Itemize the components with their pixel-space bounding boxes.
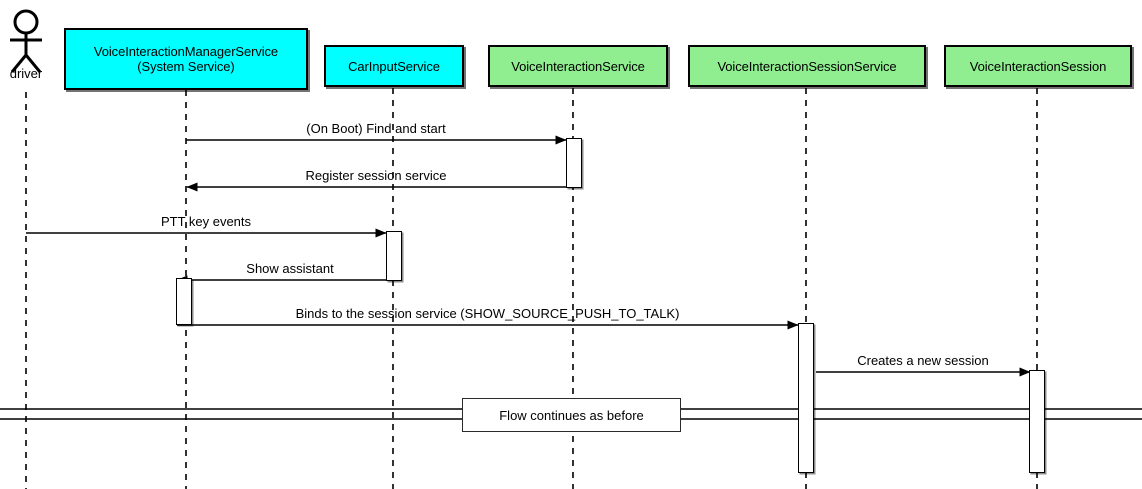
flow-divider-label: Flow continues as before <box>499 407 644 423</box>
activation-bar-vi-session-service <box>798 323 814 473</box>
participant-box-carinput[interactable]: CarInputService <box>324 45 464 87</box>
message-label-m5: Binds to the session service (SHOW_SOURC… <box>295 306 680 321</box>
participant-label-vims: VoiceInteractionManagerService <box>93 44 279 59</box>
message-label-m6: Creates a new session <box>857 353 989 368</box>
message-label-m4: Show assistant <box>246 261 334 276</box>
participant-label-carinput: CarInputService <box>348 58 440 74</box>
participant-box-vis-service[interactable]: VoiceInteractionService <box>488 45 668 87</box>
activation-bar-vis-service <box>566 138 582 188</box>
message-label-m1: (On Boot) Find and start <box>306 121 446 136</box>
actor-label-driver: driver <box>9 66 43 81</box>
participant-label-vis-service: VoiceInteractionService <box>511 58 645 74</box>
participant-box-vi-session-service[interactable]: VoiceInteractionSessionService <box>688 45 926 87</box>
flow-divider-note: Flow continues as before <box>462 398 681 432</box>
message-label-m2: Register session service <box>305 168 447 183</box>
driver-actor-icon <box>10 9 42 73</box>
message-label-m3: PTT key events <box>160 214 252 229</box>
participant-sublabel-vims: (System Service) <box>137 59 235 74</box>
activation-bar-vi-session <box>1029 370 1045 473</box>
messages-group <box>26 135 1031 377</box>
participant-label-vi-session: VoiceInteractionSession <box>969 58 1107 74</box>
participant-label-vi-session-service: VoiceInteractionSessionService <box>717 58 897 74</box>
participant-box-vims[interactable]: VoiceInteractionManagerService (System S… <box>64 28 308 90</box>
activation-bar-carinput <box>386 231 402 281</box>
activation-bar-vims <box>176 278 192 325</box>
participant-box-vi-session[interactable]: VoiceInteractionSession <box>944 45 1132 87</box>
